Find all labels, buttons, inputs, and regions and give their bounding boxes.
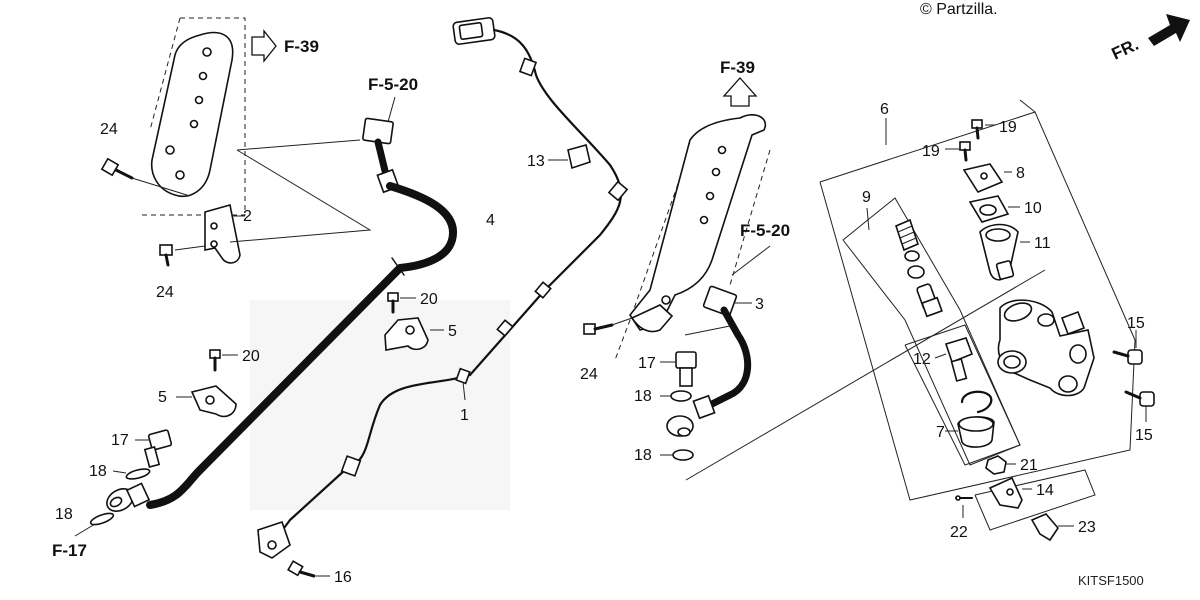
callout-16: 16 — [334, 569, 352, 586]
bolt-24-bottom-icon — [159, 244, 173, 267]
callout-7: 7 — [936, 424, 945, 441]
callout-3: 3 — [755, 296, 764, 313]
callout-24-top: 24 — [100, 121, 118, 138]
nut-21-icon — [985, 455, 1007, 475]
piston-kit-9-icon — [895, 218, 943, 318]
callout-10: 10 — [1024, 200, 1042, 217]
ref-f39-left: F-39 — [284, 37, 319, 56]
callout-19-upper: 19 — [999, 119, 1017, 136]
ref-f520-right: F-5-20 — [740, 221, 790, 240]
hose-clip-5-lower-icon — [190, 385, 237, 418]
callout-24-right: 24 — [580, 366, 598, 383]
reservoir-11-icon — [979, 223, 1019, 281]
washer-18-left-upper-icon — [125, 468, 151, 480]
outline-arrow-right-icon — [251, 29, 277, 63]
short-brake-hose — [666, 285, 752, 437]
bolt-19-lower-icon — [959, 141, 971, 162]
banjo-bolt-17-right-icon — [675, 351, 697, 387]
diaphragm-10-icon — [968, 195, 1010, 223]
callout-23: 23 — [1078, 519, 1096, 536]
bolt-20-upper-icon — [387, 292, 399, 314]
callout-24-mid: 24 — [156, 284, 174, 301]
circlip-icon — [960, 390, 993, 414]
callout-18-left-upper: 18 — [89, 463, 107, 480]
rear-brake-hose — [106, 117, 458, 512]
bolt-24-right-icon — [583, 323, 614, 335]
copyright-text: © Partzilla. — [920, 1, 998, 18]
callout-17-right: 17 — [638, 355, 656, 372]
callout-2: 2 — [243, 208, 252, 225]
callout-20-upper: 20 — [420, 291, 438, 308]
clip-23-icon — [1030, 513, 1060, 542]
callout-5-lower: 5 — [158, 389, 167, 406]
bolt-20-lower-icon — [209, 349, 221, 372]
callout-18-left-lower: 18 — [55, 506, 73, 523]
callout-22: 22 — [950, 524, 968, 541]
master-cylinder-frame — [685, 99, 1136, 531]
master-cylinder-body — [997, 299, 1095, 397]
callout-20-lower: 20 — [242, 348, 260, 365]
left-bracket-group — [100, 17, 246, 267]
ref-f17: F-17 — [52, 541, 87, 560]
callout-15-lower: 15 — [1135, 427, 1153, 444]
abs-sensor-wire — [257, 17, 629, 559]
callout-18-right-lower: 18 — [634, 447, 652, 464]
bolt-24-top-icon — [100, 157, 134, 180]
callout-13: 13 — [527, 153, 545, 170]
reservoir-cap-8-icon — [962, 163, 1004, 193]
callout-19-lower: 19 — [922, 143, 940, 160]
callout-12: 12 — [913, 351, 931, 368]
callout-5-upper: 5 — [448, 323, 457, 340]
hose-clip-5-upper-icon — [384, 317, 429, 351]
diagram-code: KITSF1500 — [1078, 573, 1144, 588]
boot-7-icon — [957, 416, 995, 448]
banjo-bolt-17-left-icon — [143, 429, 173, 468]
front-label: FR. — [1109, 35, 1142, 64]
washer-18-right-lower-icon — [672, 449, 694, 461]
pin-22-icon — [955, 495, 973, 501]
washer-18-left-lower-icon — [89, 512, 115, 526]
clip-13-icon — [567, 144, 591, 170]
ref-f520-left: F-5-20 — [368, 75, 418, 94]
washer-18-right-upper-icon — [670, 390, 692, 402]
ref-f39-right: F-39 — [720, 58, 755, 77]
joint-14-icon — [988, 476, 1023, 509]
bolt-19-upper-icon — [971, 119, 983, 140]
callout-17-left: 17 — [111, 432, 129, 449]
callout-11: 11 — [1034, 235, 1051, 252]
bolt-15-lower-icon — [1124, 390, 1155, 407]
right-bracket-group — [614, 114, 771, 361]
callout-18-right-upper: 18 — [634, 388, 652, 405]
callout-9: 9 — [862, 189, 871, 206]
bolt-15-upper-icon — [1112, 349, 1143, 365]
callout-21: 21 — [1020, 457, 1038, 474]
callout-4: 4 — [486, 212, 495, 229]
bolt-16-icon — [287, 560, 316, 578]
callout-14: 14 — [1036, 482, 1054, 499]
outline-arrow-up-icon — [722, 77, 758, 107]
front-arrow-icon: FR. — [1109, 14, 1190, 64]
callout-6: 6 — [880, 101, 889, 118]
callout-1: 1 — [460, 407, 469, 424]
callout-8: 8 — [1016, 165, 1025, 182]
push-rod-12-icon — [944, 337, 974, 382]
callout-15-upper: 15 — [1127, 315, 1145, 332]
